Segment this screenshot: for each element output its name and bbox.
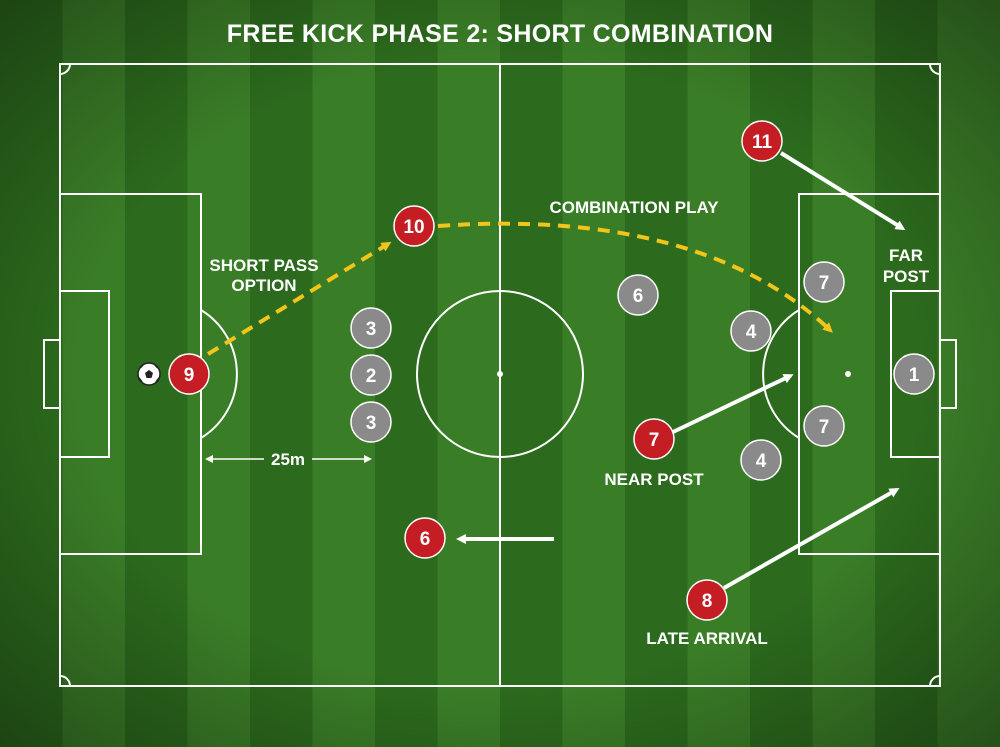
attacker-10: 10 <box>393 205 435 247</box>
short-pass-option-label-line2: OPTION <box>231 276 296 295</box>
defender-6: 6 <box>617 274 659 316</box>
svg-text:3: 3 <box>366 413 377 434</box>
center-circle <box>416 290 584 458</box>
right-penalty-spot <box>845 371 851 377</box>
corner-arc-bottom-left <box>59 675 71 687</box>
left-goal <box>43 339 61 409</box>
svg-text:7: 7 <box>819 273 830 294</box>
svg-text:6: 6 <box>420 529 431 550</box>
combination-play-label: COMBINATION PLAY <box>549 198 719 217</box>
short-pass-path <box>206 241 392 356</box>
goalkeeper-1: 1 <box>893 353 935 395</box>
svg-text:2: 2 <box>366 366 377 387</box>
far-post-label-line1: FAR <box>889 246 923 265</box>
svg-text:8: 8 <box>702 591 713 612</box>
combination-pass-path <box>437 221 833 333</box>
far-post-label-line2: POST <box>883 267 930 286</box>
center-spot <box>497 371 503 377</box>
distance-marker: 25m <box>205 450 372 469</box>
svg-text:10: 10 <box>403 217 424 238</box>
right-penalty-arc <box>762 309 800 439</box>
attacker-6: 6 <box>404 517 446 559</box>
short-pass-option-label-line1: SHORT PASS <box>209 256 318 275</box>
defender-4-top: 4 <box>730 310 772 352</box>
left-penalty-arc <box>200 309 238 439</box>
late-arrival-label: LATE ARRIVAL <box>646 629 768 648</box>
corner-arc-top-left <box>59 63 71 75</box>
svg-text:4: 4 <box>746 322 757 343</box>
defender-7-bottom: 7 <box>803 405 845 447</box>
corner-arc-bottom-right <box>929 675 941 687</box>
svg-text:7: 7 <box>649 430 660 451</box>
attacker-7: 7 <box>633 418 675 460</box>
svg-text:9: 9 <box>184 365 195 386</box>
distance-label: 25m <box>271 450 305 469</box>
svg-text:11: 11 <box>752 132 773 153</box>
attacker-11: 11 <box>741 120 783 162</box>
svg-text:7: 7 <box>819 417 830 438</box>
defender-4-bottom: 4 <box>740 439 782 481</box>
near-post-label: NEAR POST <box>604 470 704 489</box>
run-arrow-11-far-post <box>779 151 906 231</box>
defender-2: 2 <box>350 354 392 396</box>
svg-text:4: 4 <box>756 451 767 472</box>
svg-text:3: 3 <box>366 319 377 340</box>
run-arrow-7-near-post <box>672 374 794 434</box>
run-arrow-8-late-arrival <box>723 488 900 590</box>
defender-7-top: 7 <box>803 261 845 303</box>
right-goal <box>939 339 957 409</box>
pitch-lines <box>43 63 957 687</box>
attacker-8: 8 <box>686 579 728 621</box>
corner-arc-top-right <box>929 63 941 75</box>
svg-text:1: 1 <box>909 365 920 386</box>
attacker-9: 9 <box>168 353 210 395</box>
defender-3-bottom: 3 <box>350 401 392 443</box>
diagram-title: FREE KICK PHASE 2: SHORT COMBINATION <box>227 20 773 48</box>
svg-text:6: 6 <box>633 286 644 307</box>
soccer-ball-icon <box>137 362 161 386</box>
defender-3-top: 3 <box>350 307 392 349</box>
